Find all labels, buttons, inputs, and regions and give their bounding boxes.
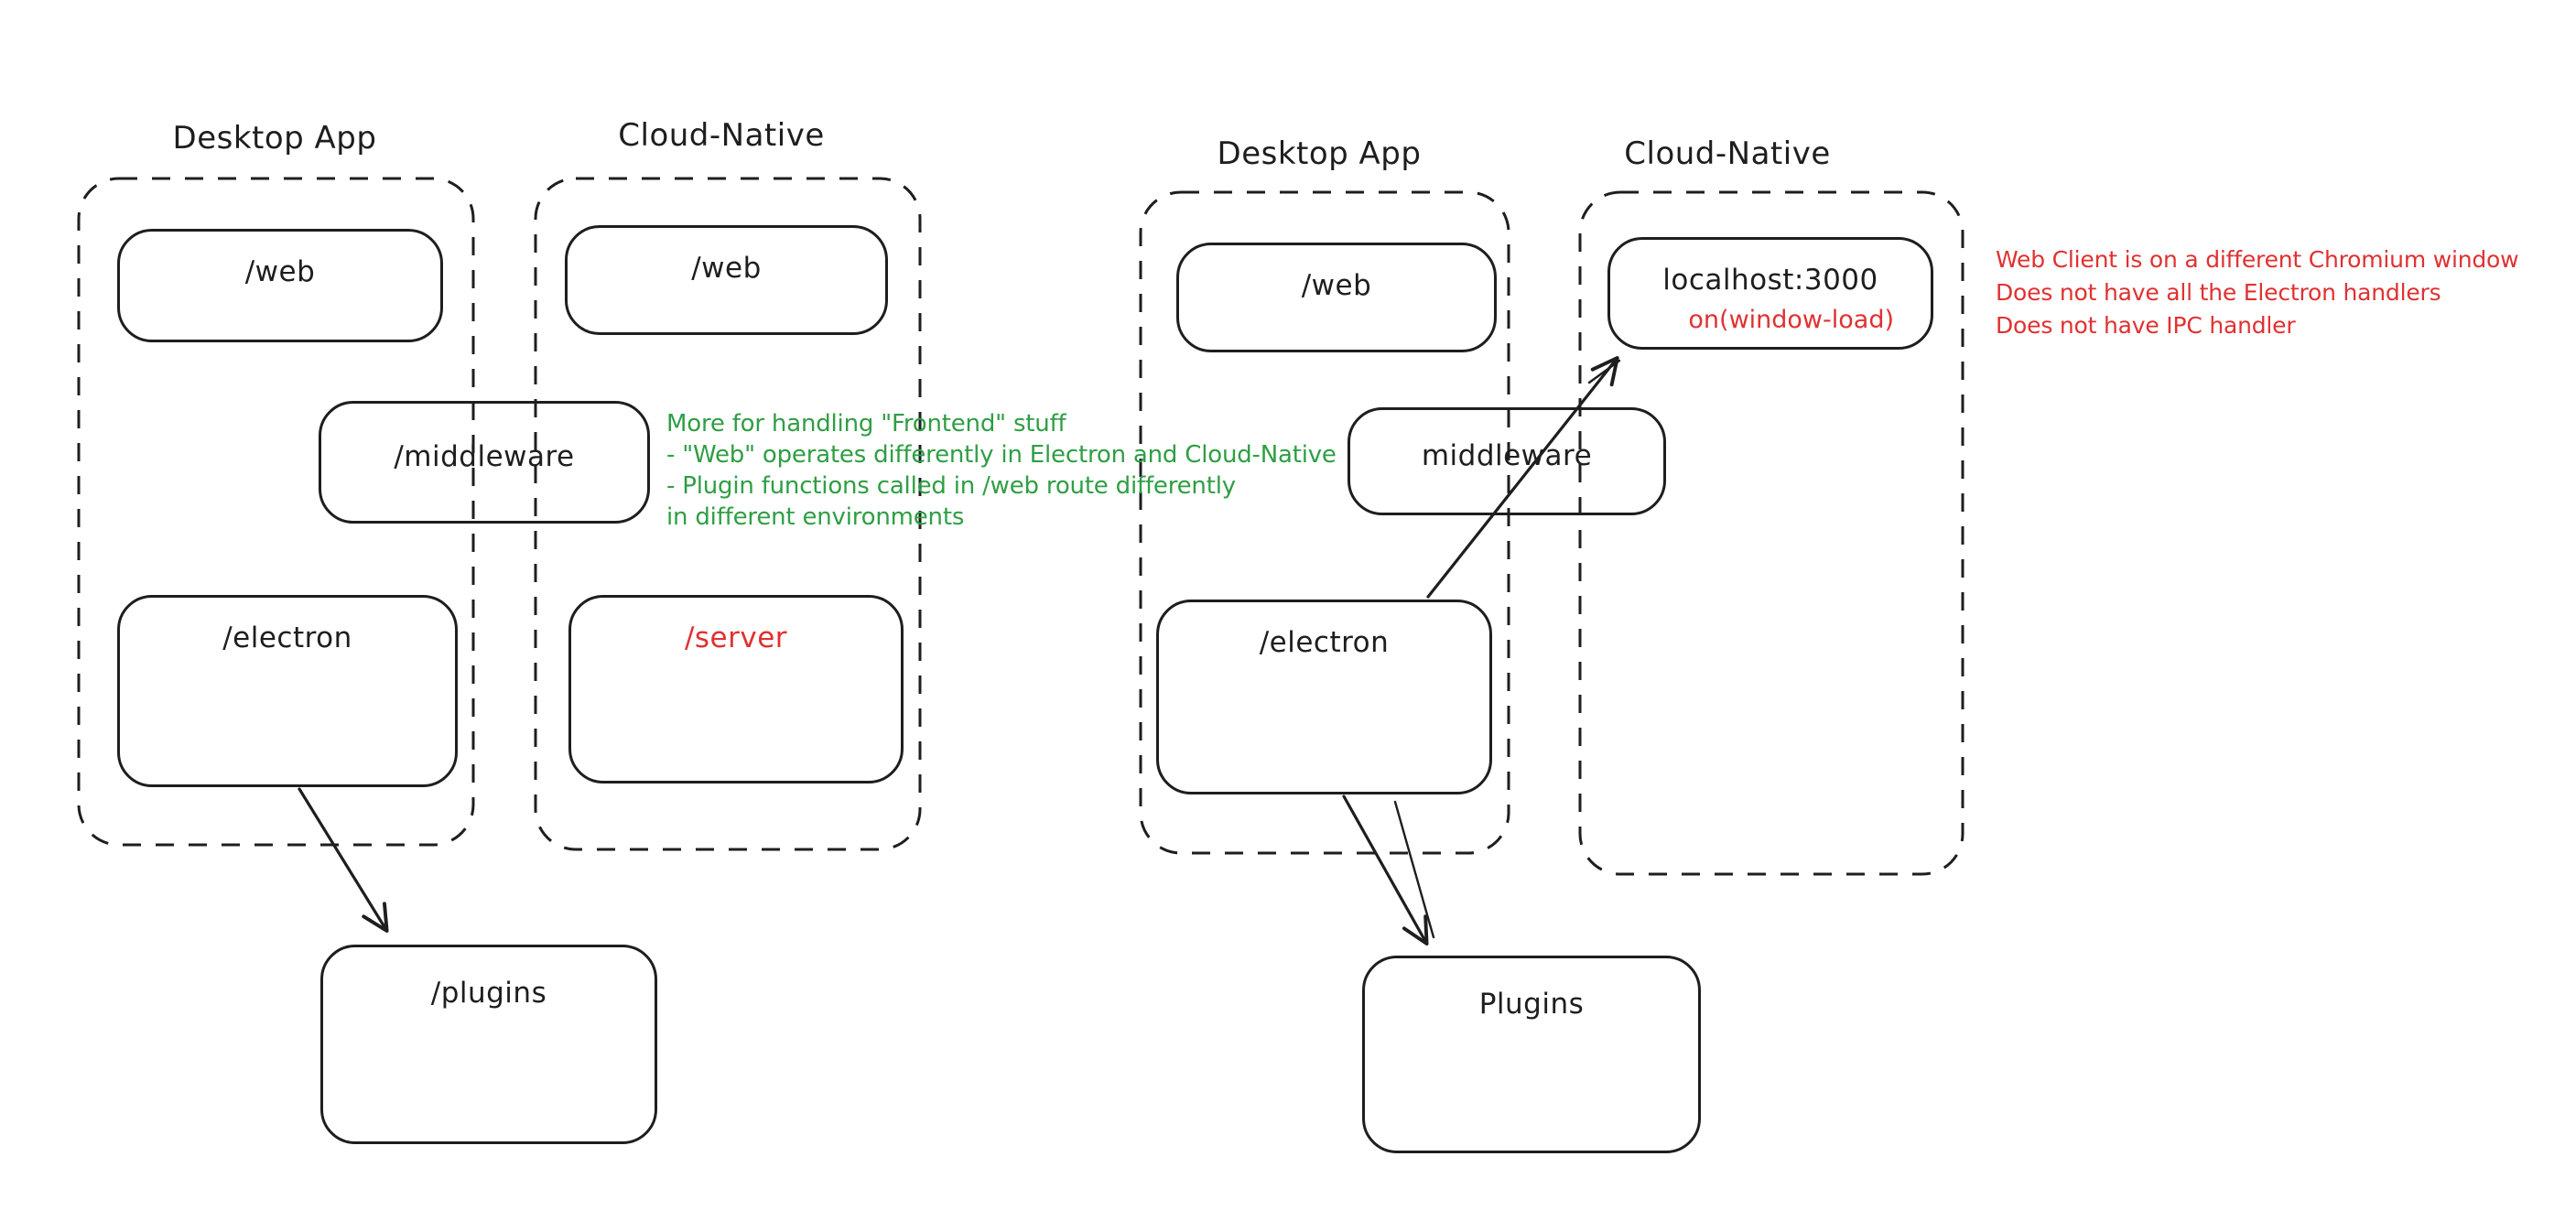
box-plugins-left[interactable]: /plugins [320, 945, 657, 1144]
box-server[interactable]: /server [568, 595, 904, 784]
box-plugins-right[interactable]: Plugins [1362, 956, 1701, 1153]
container-cloud-left[interactable] [534, 177, 922, 851]
arrow-electron-to-plugins-right[interactable] [1342, 794, 1429, 946]
green-annotation-line: - "Web" operates differently in Electron… [666, 441, 1337, 469]
green-annotation-line: - Plugin functions called in /web route … [666, 472, 1236, 500]
red-annotation-line: Does not have IPC handler [1996, 312, 2296, 339]
label-desktop-app-left[interactable]: Desktop App [172, 120, 377, 157]
container-cloud-right[interactable] [1578, 190, 1964, 876]
box-electron-left-label: /electron [222, 621, 352, 654]
green-annotation[interactable]: More for handling "Frontend" stuff - "We… [666, 408, 1337, 533]
red-annotation[interactable]: Web Client is on a different Chromium wi… [1996, 243, 2519, 342]
label-desktop-app-right[interactable]: Desktop App [1217, 135, 1422, 172]
box-web-desktop-left[interactable]: /web [117, 229, 443, 342]
box-web-cloud-left-label: /web [691, 252, 762, 285]
arrow-sketch-stroke [1587, 359, 1621, 384]
green-annotation-line: in different environments [666, 503, 965, 531]
box-plugins-left-label: /plugins [430, 977, 547, 1010]
box-electron-right-label: /electron [1259, 626, 1390, 659]
box-web-right[interactable]: /web [1176, 243, 1497, 352]
box-middleware-right-label: middleware [1421, 439, 1593, 472]
red-annotation-line: Does not have all the Electron handlers [1996, 279, 2441, 306]
arrow-sketch-stroke-2 [1393, 800, 1435, 939]
arrow-electron-to-plugins-left[interactable] [298, 787, 389, 933]
red-annotation-line: Web Client is on a different Chromium wi… [1996, 246, 2519, 273]
container-desktop-right[interactable] [1139, 190, 1510, 855]
box-localhost-label: localhost:3000 [1662, 264, 1878, 297]
box-web-cloud-left[interactable]: /web [565, 225, 888, 335]
box-middleware-left-label: /middleware [394, 440, 575, 473]
box-web-right-label: /web [1301, 269, 1372, 302]
box-electron-right[interactable]: /electron [1156, 600, 1492, 794]
arrow-electron-to-localhost[interactable] [1426, 356, 1619, 599]
label-cloud-native-left[interactable]: Cloud-Native [618, 117, 825, 154]
box-middleware-right[interactable]: middleware [1348, 407, 1666, 515]
on-window-load-label: on(window-load) [1688, 306, 1894, 334]
label-cloud-native-right[interactable]: Cloud-Native [1624, 135, 1831, 172]
box-middleware-left[interactable]: /middleware [319, 401, 650, 524]
box-electron-left[interactable]: /electron [117, 595, 458, 787]
container-desktop-left[interactable] [77, 177, 475, 847]
box-localhost[interactable]: localhost:3000 on(window-load) [1607, 237, 1933, 350]
box-plugins-right-label: Plugins [1478, 988, 1585, 1021]
box-server-label: /server [684, 621, 788, 654]
green-annotation-line: More for handling "Frontend" stuff [666, 410, 1066, 438]
box-web-desktop-left-label: /web [244, 255, 316, 288]
